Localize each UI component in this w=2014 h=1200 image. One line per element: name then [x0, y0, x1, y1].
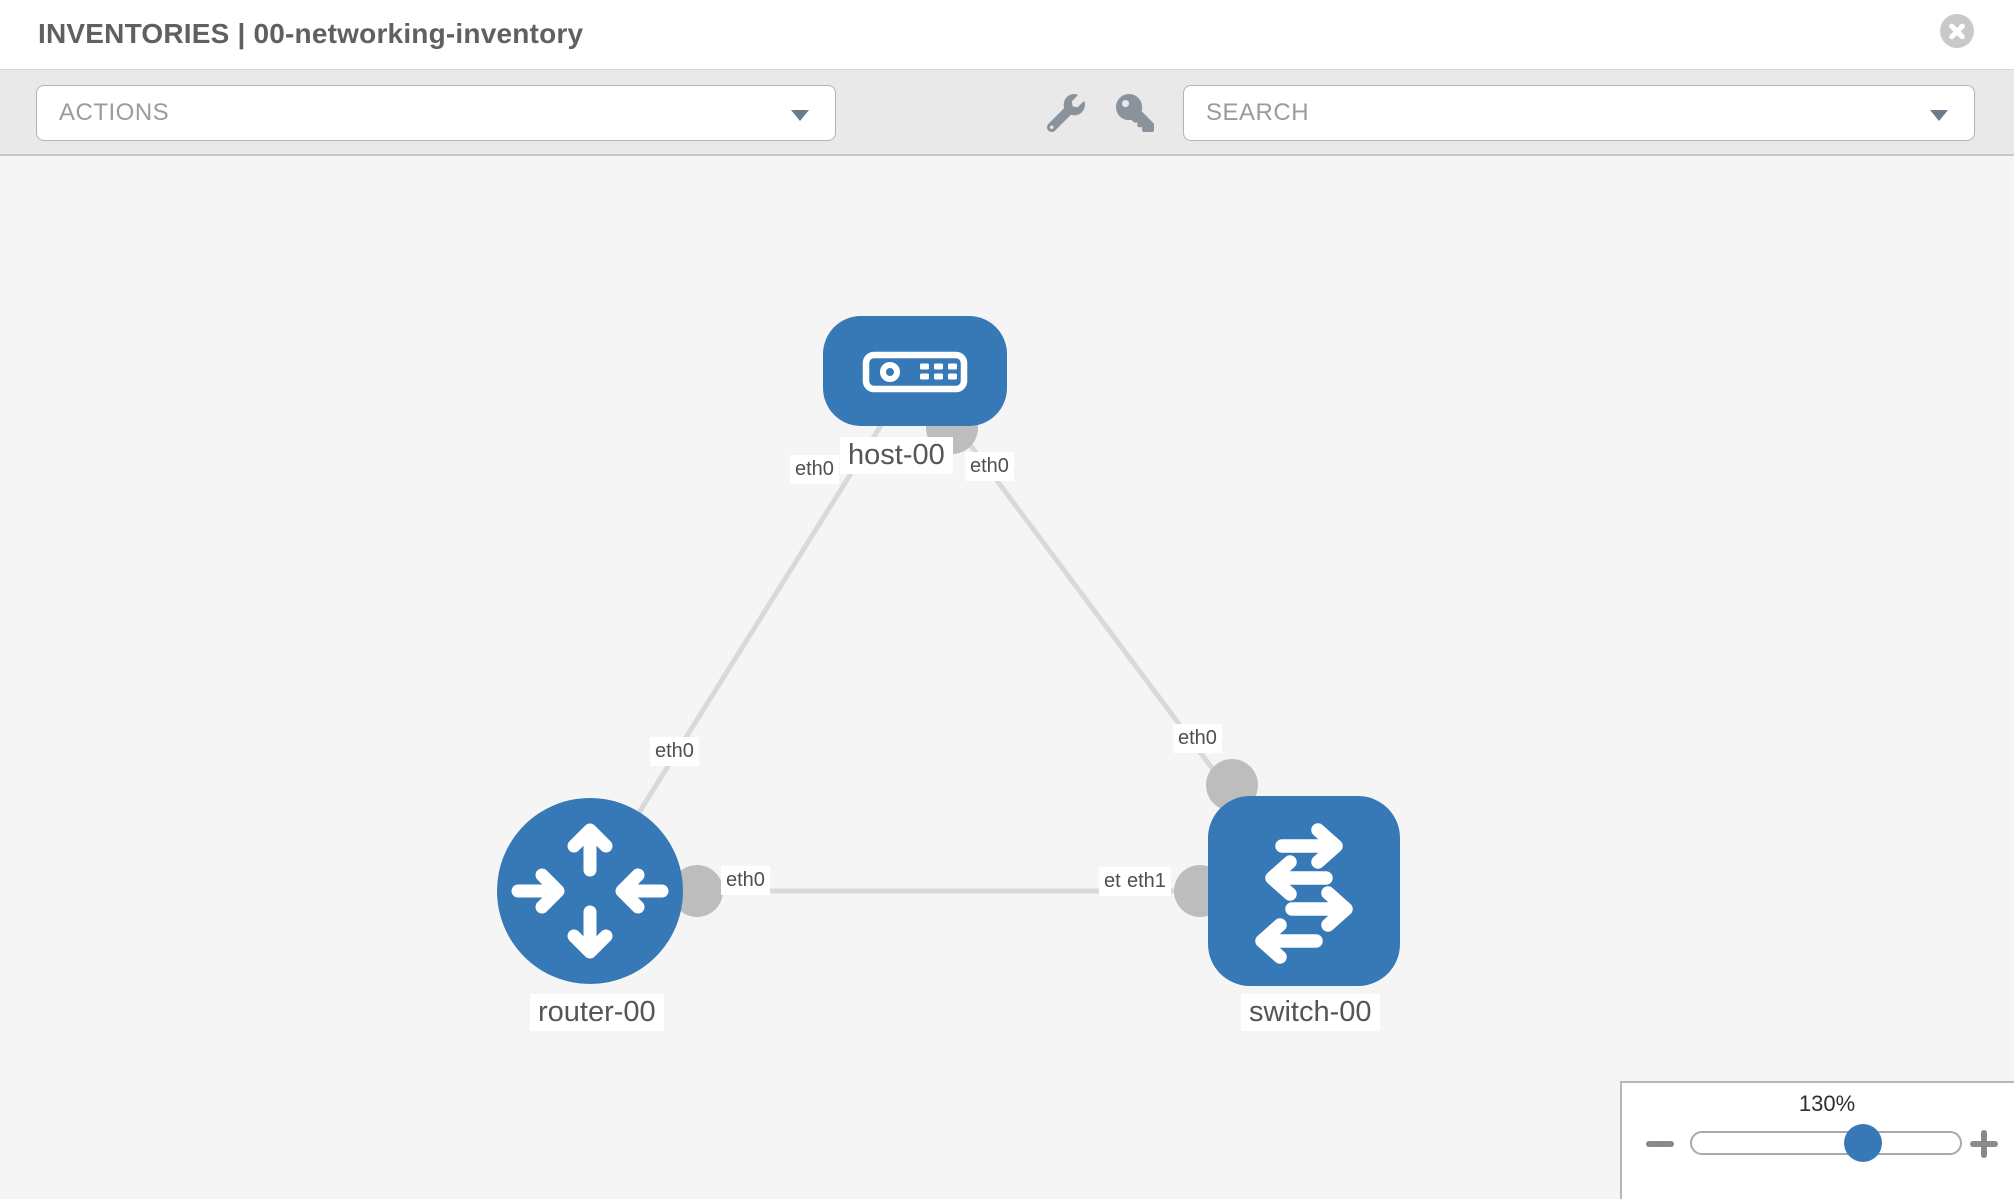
router-icon: [511, 823, 669, 959]
chevron-down-icon: [791, 110, 809, 121]
iface-label-router-uplink-eth0: eth0: [650, 737, 699, 766]
wrench-icon[interactable]: [1046, 94, 1085, 133]
minus-icon[interactable]: [1646, 1141, 1674, 1147]
actions-dropdown-label: ACTIONS: [59, 99, 170, 126]
node-router-00[interactable]: [497, 798, 683, 984]
zoom-slider-track[interactable]: [1690, 1131, 1962, 1155]
node-switch-00[interactable]: [1208, 796, 1400, 986]
search-dropdown-label: SEARCH: [1206, 99, 1310, 126]
page-header: INVENTORIES | 00-networking-inventory: [0, 0, 2014, 70]
key-icon[interactable]: [1116, 94, 1154, 132]
actions-dropdown[interactable]: ACTIONS: [36, 85, 836, 141]
host-icon: [862, 351, 968, 393]
zoom-panel: 130%: [1620, 1081, 2014, 1199]
node-label-switch-00: switch-00: [1241, 994, 1380, 1032]
connector-router-icon[interactable]: [671, 865, 723, 917]
switch-icon: [1255, 823, 1353, 964]
search-dropdown[interactable]: SEARCH: [1183, 85, 1975, 141]
topology-canvas[interactable]: eth0 host-00 eth0 eth0 eth0 eth0 eth1 et…: [0, 156, 2014, 1199]
node-host-00[interactable]: [823, 316, 1007, 426]
toolbar: ACTIONS SEARCH: [0, 70, 2014, 156]
iface-label-switch-uplink-eth0: eth0: [1173, 724, 1222, 753]
page-title: INVENTORIES | 00-networking-inventory: [38, 18, 584, 49]
node-label-host-00: host-00: [840, 437, 953, 475]
zoom-percent: 130%: [1798, 1091, 1856, 1116]
zoom-slider-thumb[interactable]: [1844, 1124, 1882, 1162]
iface-label-router-eth0: eth0: [721, 866, 770, 895]
iface-label-host-eth0-left: eth0: [790, 455, 839, 484]
chevron-down-icon: [1930, 110, 1948, 121]
plus-icon[interactable]: [1970, 1130, 1998, 1158]
iface-label-switch-eth1: eth1: [1122, 867, 1171, 896]
node-label-router-00: router-00: [530, 994, 664, 1032]
close-icon[interactable]: [1940, 14, 1974, 48]
iface-label-host-eth0-right: eth0: [965, 452, 1014, 481]
